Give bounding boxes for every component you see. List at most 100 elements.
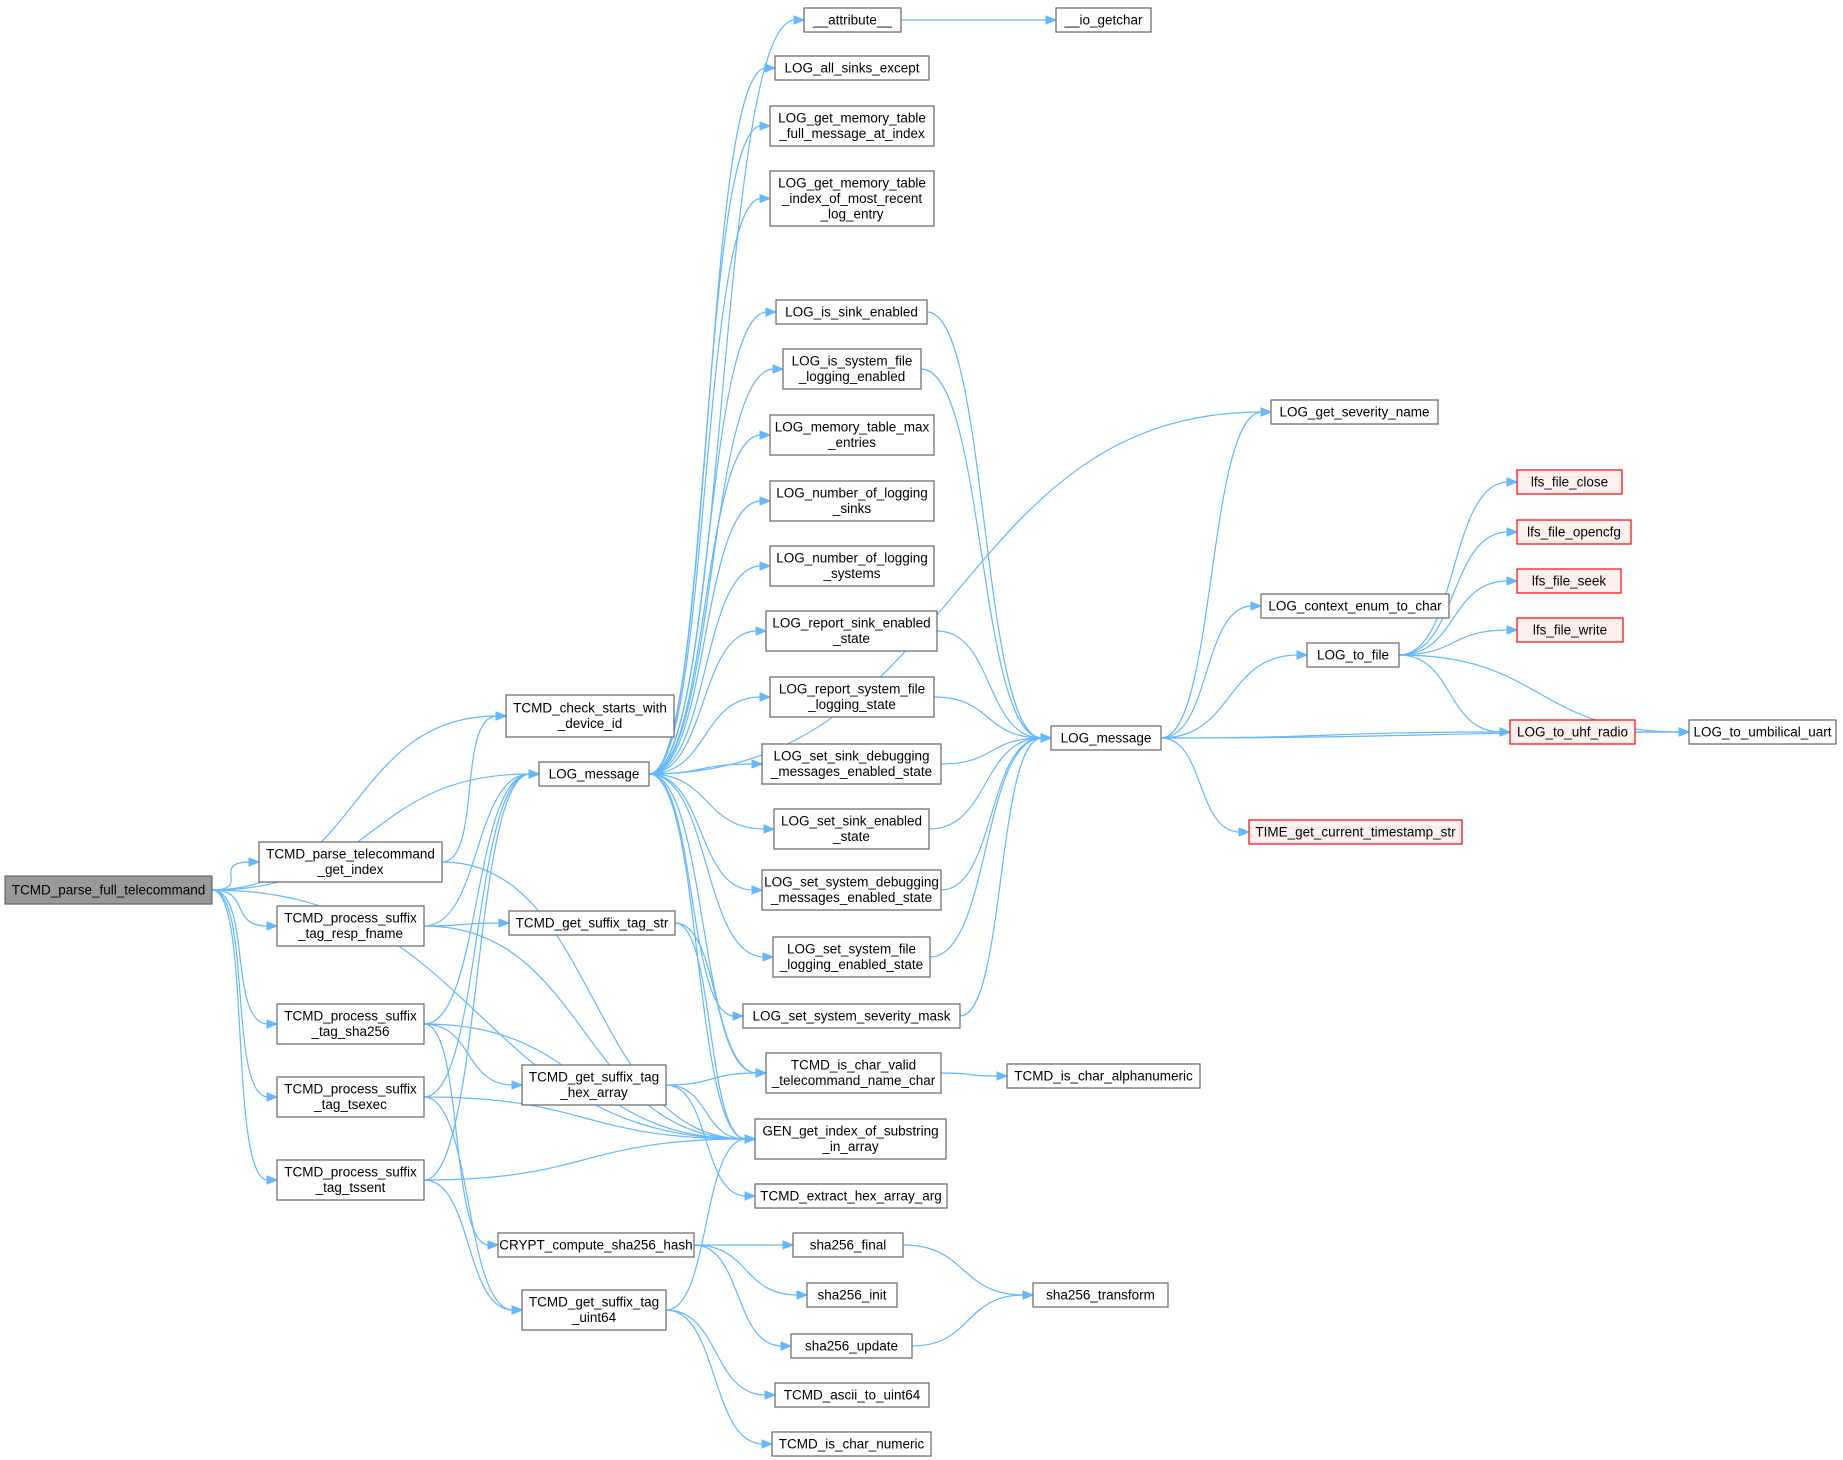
edge-setsev-to-logmsgR	[959, 733, 1053, 1017]
node-setsev[interactable]: LOG_set_system_severity_mask	[742, 1003, 961, 1029]
edge-getu64-to-isnum	[665, 1309, 774, 1449]
node-tssent[interactable]: TCMD_process_suffix_tag_tssent	[276, 1159, 425, 1201]
node-getu64[interactable]: TCMD_get_suffix_tag_uint64	[521, 1289, 667, 1331]
node-getstr[interactable]: TCMD_get_suffix_tag_str	[508, 910, 676, 936]
node-timestamp[interactable]: TIME_get_current_timestamp_str	[1248, 819, 1463, 845]
node-lfswrite[interactable]: lfs_file_write	[1516, 617, 1624, 643]
edge-tofile-to-lfsclose	[1398, 477, 1519, 656]
edge-tssent-to-getu64	[423, 1179, 524, 1315]
node-umb[interactable]: LOG_to_umbilical_uart	[1688, 719, 1837, 745]
edge-line	[940, 1072, 999, 1077]
node-resp[interactable]: TCMD_process_suffix_tag_resp_fname	[276, 905, 425, 947]
node-sevname[interactable]: LOG_get_severity_name	[1270, 399, 1439, 425]
node-layer: TCMD_parse_full_telecommand TCMD_check_st…	[4, 7, 1837, 1457]
node-lfsopen[interactable]: lfs_file_opencfg	[1516, 519, 1632, 545]
node-crypt[interactable]: CRYPT_compute_sha256_hash	[497, 1232, 695, 1258]
edge-line	[1160, 737, 1241, 833]
edge-line	[648, 500, 762, 775]
node-memrecent[interactable]: LOG_get_memory_table_index_of_most_recen…	[769, 170, 935, 227]
node-ctxenum[interactable]: LOG_context_enum_to_char	[1260, 593, 1450, 619]
node-label: LOG_set_sink_enabled	[781, 814, 922, 829]
node-box	[497, 1232, 695, 1258]
node-repsys[interactable]: LOG_report_system_file_logging_state	[769, 676, 935, 718]
edge-repsink-to-logmsgR	[936, 630, 1053, 743]
node-label: _telecommand_name_char	[771, 1073, 936, 1088]
node-iogetchar[interactable]: __io_getchar	[1055, 7, 1152, 33]
node-logmsgR[interactable]: LOG_message	[1050, 725, 1162, 751]
node-box	[1006, 1063, 1201, 1089]
edge-arrowhead	[764, 63, 777, 73]
edge-sysfile-to-logmsgR	[920, 368, 1053, 743]
node-label: lfs_file_close	[1531, 474, 1608, 489]
edge-arrowhead	[759, 121, 772, 131]
node-parseidx[interactable]: TCMD_parse_telecommand_get_index	[258, 841, 443, 883]
node-label: LOG_report_sink_enabled	[772, 616, 930, 631]
edge-arrowhead	[1040, 733, 1053, 743]
node-sinken[interactable]: LOG_is_sink_enabled	[775, 299, 928, 325]
node-memfull[interactable]: LOG_get_memory_table_full_message_at_ind…	[769, 105, 935, 147]
node-shafinal[interactable]: sha256_final	[792, 1232, 904, 1258]
edge-line	[423, 925, 747, 1140]
node-shatrans[interactable]: sha256_transform	[1032, 1282, 1169, 1308]
edge-shaupd-to-shatrans	[911, 1290, 1035, 1347]
node-allsinks[interactable]: LOG_all_sinks_except	[774, 55, 930, 81]
node-isnum[interactable]: TCMD_is_char_numeric	[771, 1431, 932, 1457]
node-label: TCMD_is_char_valid	[791, 1058, 916, 1073]
node-logmsgL[interactable]: LOG_message	[538, 761, 650, 787]
node-label: _tag_resp_fname	[297, 926, 403, 941]
edge-tsexec-to-getu64	[423, 1096, 524, 1315]
node-numsinks[interactable]: LOG_number_of_logging_sinks	[769, 480, 935, 522]
node-exthex[interactable]: TCMD_extract_hex_array_arg	[754, 1183, 948, 1209]
node-setsysdbg[interactable]: LOG_set_system_debugging_messages_enable…	[761, 869, 942, 911]
node-check[interactable]: TCMD_check_starts_with_device_id	[505, 694, 675, 738]
node-shaupd[interactable]: sha256_update	[790, 1333, 913, 1359]
edge-line	[648, 311, 768, 775]
node-setsinkdbg[interactable]: LOG_set_sink_debugging_messages_enabled_…	[761, 743, 942, 785]
node-label: __io_getchar	[1063, 12, 1143, 27]
node-root[interactable]: TCMD_parse_full_telecommand	[4, 875, 213, 905]
edge-tofile-to-lfsopen	[1398, 527, 1519, 656]
node-lfsseek[interactable]: lfs_file_seek	[1516, 568, 1622, 594]
node-label: _messages_enabled_state	[770, 764, 932, 779]
edge-line	[928, 737, 1043, 830]
node-label: _state	[832, 829, 870, 844]
edge-sha-to-gethex	[423, 1023, 524, 1090]
node-box	[508, 910, 676, 936]
edge-arrowhead	[744, 1191, 757, 1201]
node-sysfile[interactable]: LOG_is_system_file_logging_enabled	[782, 348, 922, 390]
node-label: GEN_get_index_of_substring	[762, 1124, 938, 1139]
node-sha[interactable]: TCMD_process_suffix_tag_sha256	[276, 1003, 425, 1045]
node-repsink[interactable]: LOG_report_sink_enabled_state	[765, 610, 938, 652]
node-shainit[interactable]: sha256_init	[806, 1282, 898, 1308]
node-setsinken[interactable]: LOG_set_sink_enabled_state	[773, 808, 930, 850]
edge-arrowhead	[1250, 601, 1263, 611]
node-box	[1516, 568, 1622, 594]
node-box	[769, 676, 935, 718]
edge-line	[648, 773, 765, 958]
node-label: LOG_set_system_severity_mask	[752, 1008, 950, 1023]
node-lfsclose[interactable]: lfs_file_close	[1516, 469, 1623, 495]
edge-line	[423, 1023, 490, 1246]
node-numsys[interactable]: LOG_number_of_logging_systems	[769, 545, 935, 587]
node-alnum[interactable]: TCMD_is_char_alphanumeric	[1006, 1063, 1201, 1089]
edge-root-to-parseidx	[211, 857, 261, 891]
node-genidx[interactable]: GEN_get_index_of_substring_in_array	[754, 1118, 947, 1160]
node-tsexec[interactable]: TCMD_process_suffix_tag_tsexec	[276, 1076, 425, 1118]
edge-logmsgL-to-validchar	[648, 773, 768, 1078]
node-validchar[interactable]: TCMD_is_char_valid_telecommand_name_char	[765, 1052, 942, 1094]
edge-logmsgL-to-repsys	[648, 692, 772, 775]
edge-arrowhead	[266, 921, 279, 931]
node-asciiu64[interactable]: TCMD_ascii_to_uint64	[774, 1382, 930, 1408]
node-uhf[interactable]: LOG_to_uhf_radio	[1509, 719, 1636, 745]
node-gethex[interactable]: TCMD_get_suffix_tag_hex_array	[521, 1064, 667, 1106]
node-label: sha256_init	[817, 1287, 886, 1302]
edge-line	[648, 411, 1263, 775]
node-tofile[interactable]: LOG_to_file	[1306, 642, 1400, 668]
node-label: __attribute__	[812, 12, 892, 27]
edge-getu64-to-asciiu64	[665, 1309, 777, 1400]
node-setsysfile[interactable]: LOG_set_system_file_logging_enabled_stat…	[772, 936, 931, 978]
node-attr[interactable]: __attribute__	[803, 7, 902, 33]
edge-arrowhead	[1506, 576, 1519, 586]
node-memmax[interactable]: LOG_memory_table_max_entries	[769, 414, 935, 456]
node-label: sha256_transform	[1046, 1287, 1155, 1302]
